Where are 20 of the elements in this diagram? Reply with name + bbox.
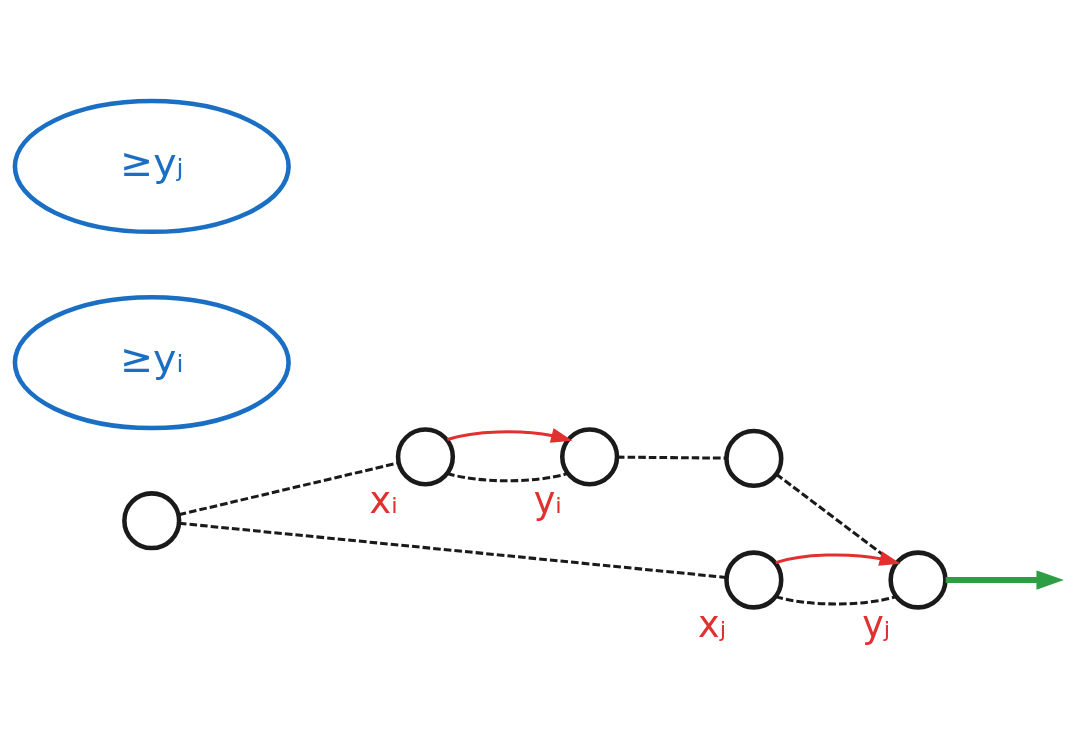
node-circle — [560, 427, 620, 487]
connector — [178, 461, 400, 517]
connector — [775, 595, 897, 606]
arrow — [775, 551, 901, 566]
node-circle — [122, 491, 182, 551]
node-label: xⱼ — [698, 602, 727, 646]
node-circle — [395, 427, 456, 487]
node-ellipse: ≥yᵢ — [12, 294, 291, 431]
connector — [178, 521, 727, 579]
node-label: yⱼ — [862, 602, 891, 646]
arrow — [446, 428, 573, 443]
node-label: xᵢ — [369, 479, 398, 523]
node-circle — [888, 550, 948, 610]
node-circle — [724, 550, 784, 610]
connector — [446, 471, 568, 483]
node-label: yᵢ — [533, 479, 562, 523]
node-circle — [724, 428, 784, 489]
node-ellipse: ≥yⱼ — [12, 98, 291, 235]
connector — [617, 455, 726, 460]
arrow — [945, 570, 1064, 590]
